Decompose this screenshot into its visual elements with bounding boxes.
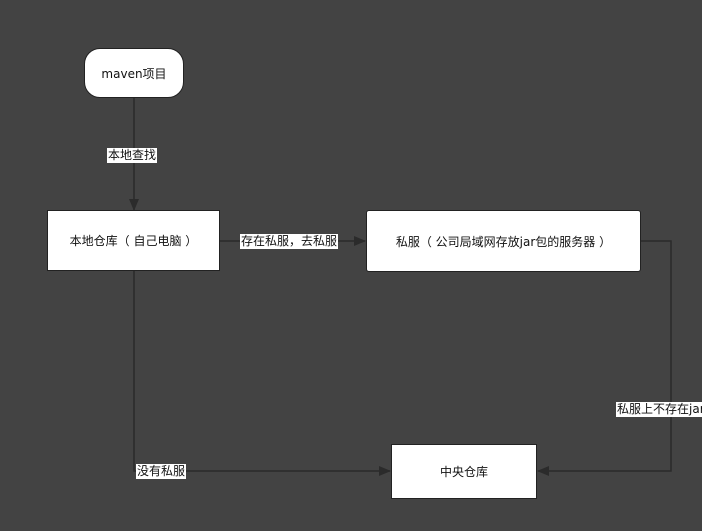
node-central-repo-label: 中央仓库 [439,465,488,479]
node-private-server[interactable]: 私服（ 公司局域网存放jar包的服务器 ） [366,210,641,272]
node-local-repo-label: 本地仓库（ 自己电脑 ） [69,234,198,248]
edge-label-local-search: 本地查找 [107,148,158,163]
edge-label-private-missing-clip: 私服上不存在jar [616,402,702,418]
edge-label-private-missing: 私服上不存在jar [616,402,702,417]
edge-private-to-central [537,240,672,476]
edge-label-store-private: 存在私服，去私服 [240,234,339,249]
node-local-repo[interactable]: 本地仓库（ 自己电脑 ） [47,210,220,271]
edge-local-to-central [133,270,391,476]
edge-label-no-private: 没有私服 [136,464,187,479]
node-private-server-label: 私服（ 公司局域网存放jar包的服务器 ） [395,234,612,249]
node-maven-project-label: maven项目 [101,66,167,81]
node-maven-project[interactable]: maven项目 [84,48,184,98]
node-central-repo[interactable]: 中央仓库 [391,444,537,499]
